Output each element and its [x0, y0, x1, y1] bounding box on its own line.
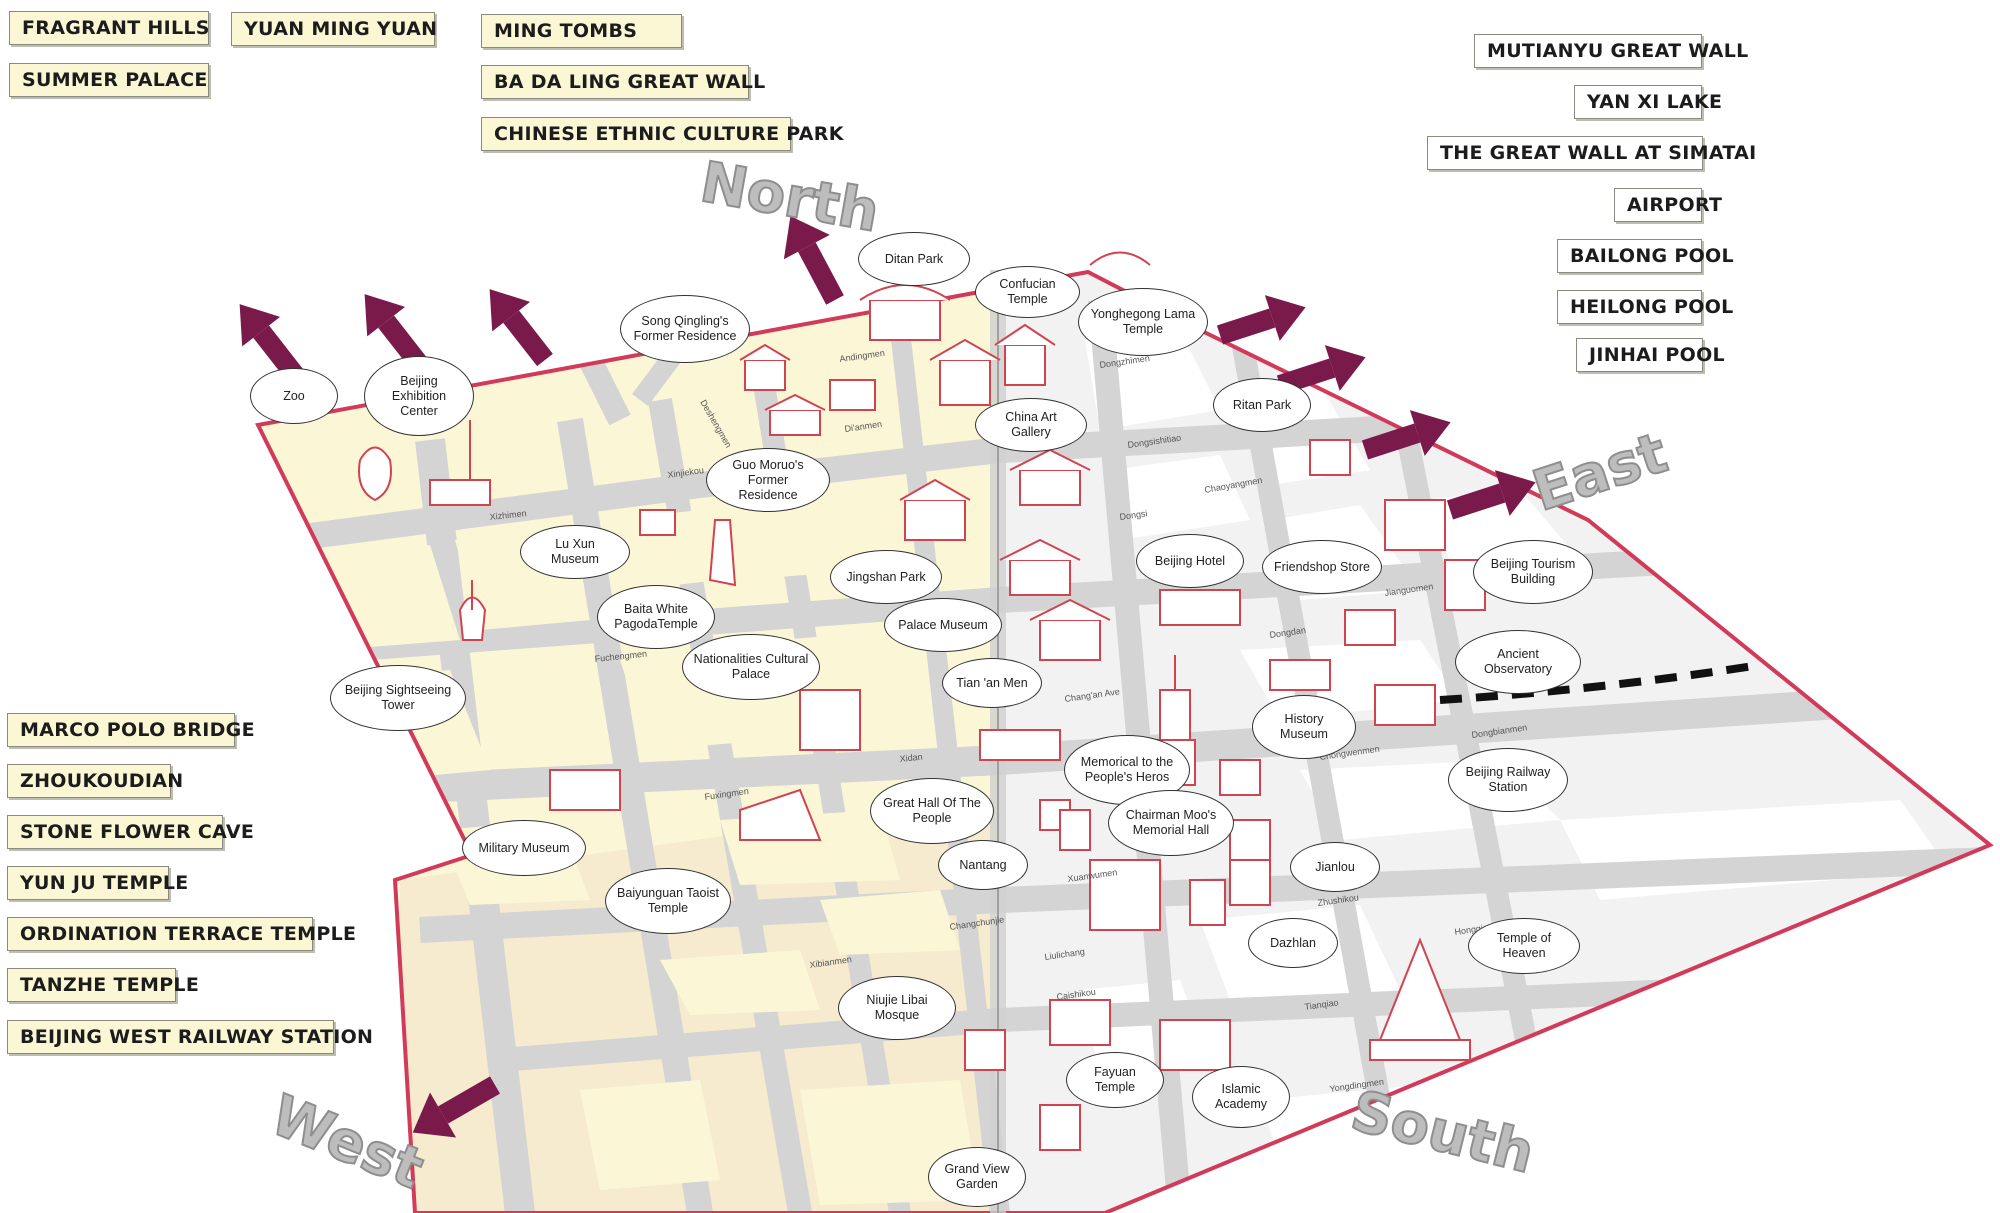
label-mao-memorial[interactable]: Chairman Moo's Memorial Hall	[1108, 790, 1234, 856]
label-exhibition-center[interactable]: Beijing Exhibition Center	[364, 356, 474, 436]
site-box-summer-palace[interactable]: SUMMER PALACE	[9, 63, 209, 97]
label-fayuan-temple[interactable]: Fayuan Temple	[1066, 1052, 1164, 1108]
landmark-drawings	[358, 251, 1486, 1151]
site-box-yun-ju[interactable]: YUN JU TEMPLE	[7, 866, 188, 900]
label-islamic-academy[interactable]: Islamic Academy	[1192, 1066, 1290, 1128]
label-zoo[interactable]: Zoo	[250, 368, 338, 424]
label-baiyunguan[interactable]: Baiyunguan Taoist Temple	[605, 868, 731, 934]
site-box-zhoukoudian[interactable]: ZHOUKOUDIAN	[7, 764, 183, 798]
street-xizhimen: Xizhimen	[489, 508, 527, 522]
site-box-fragrant-hills[interactable]: FRAGRANT HILLS	[9, 11, 209, 45]
label-railway-station[interactable]: Beijing Railway Station	[1448, 748, 1568, 812]
label-jingshan-park[interactable]: Jingshan Park	[830, 550, 942, 604]
label-military-museum[interactable]: Military Museum	[462, 820, 586, 876]
label-tiananmen[interactable]: Tian 'an Men	[942, 658, 1042, 708]
label-china-art-gallery[interactable]: China Art Gallery	[975, 398, 1087, 452]
label-baita[interactable]: Baita White PagodaTemple	[597, 585, 715, 649]
site-box-bailong-pool[interactable]: BAILONG POOL	[1557, 239, 1734, 273]
label-lu-xun-museum[interactable]: Lu Xun Museum	[520, 525, 630, 579]
label-tourism-building[interactable]: Beijing Tourism Building	[1473, 540, 1593, 604]
label-ritan-park[interactable]: Ritan Park	[1213, 378, 1311, 432]
street-xidan: Xidan	[899, 752, 923, 764]
label-dazhlan[interactable]: Dazhlan	[1248, 918, 1338, 968]
label-friendship-store[interactable]: Friendshop Store	[1262, 540, 1382, 594]
street-tianqiao: Tianqiao	[1304, 997, 1339, 1012]
site-box-west-station[interactable]: BEIJING WEST RAILWAY STATION	[7, 1020, 373, 1054]
label-palace-museum[interactable]: Palace Museum	[884, 598, 1002, 652]
label-grand-view-garden[interactable]: Grand View Garden	[928, 1147, 1026, 1207]
site-box-tanzhe[interactable]: TANZHE TEMPLE	[7, 968, 199, 1002]
label-confucian-temple[interactable]: Confucian Temple	[975, 266, 1080, 318]
site-box-jinhai-pool[interactable]: JINHAI POOL	[1576, 338, 1725, 372]
label-guo-moruo[interactable]: Guo Moruo's Former Residence	[706, 448, 830, 512]
label-sightseeing-tower[interactable]: Beijing Sightseeing Tower	[330, 665, 466, 731]
label-nationalities-palace[interactable]: Nationalities Cultural Palace	[682, 634, 820, 700]
site-box-ba-da-ling[interactable]: BA DA LING GREAT WALL	[481, 65, 765, 99]
street-dongsi: Dongsi	[1119, 508, 1148, 522]
site-box-airport[interactable]: AIRPORT	[1614, 188, 1722, 222]
label-jianlou[interactable]: Jianlou	[1290, 842, 1380, 892]
site-box-yuan-ming-yuan[interactable]: YUAN MING YUAN	[231, 12, 437, 46]
label-temple-of-heaven[interactable]: Temple of Heaven	[1468, 918, 1580, 974]
label-nantang[interactable]: Nantang	[938, 840, 1028, 890]
label-history-museum[interactable]: History Museum	[1252, 695, 1356, 759]
label-yonghegong[interactable]: Yonghegong Lama Temple	[1078, 288, 1208, 356]
label-memorial-heroes[interactable]: Memorical to the People's Heros	[1064, 735, 1190, 805]
label-song-qingling[interactable]: Song Qingling's Former Residence	[620, 295, 750, 363]
label-niujie-mosque[interactable]: Niujie Libai Mosque	[838, 976, 956, 1040]
label-great-hall[interactable]: Great Hall Of The People	[870, 778, 994, 844]
site-box-ethnic-park[interactable]: CHINESE ETHNIC CULTURE PARK	[481, 117, 843, 151]
label-beijing-hotel[interactable]: Beijing Hotel	[1136, 534, 1244, 588]
label-ditan-park[interactable]: Ditan Park	[858, 232, 970, 286]
site-box-stone-flower[interactable]: STONE FLOWER CAVE	[7, 815, 254, 849]
site-box-ming-tombs[interactable]: MING TOMBS	[481, 14, 682, 48]
site-box-mutianyu[interactable]: MUTIANYU GREAT WALL	[1474, 34, 1748, 68]
site-box-marco-polo[interactable]: MARCO POLO BRIDGE	[7, 713, 255, 747]
site-box-yan-xi-lake[interactable]: YAN XI LAKE	[1574, 85, 1722, 119]
site-box-simatai[interactable]: THE GREAT WALL AT SIMATAI	[1427, 136, 1756, 170]
site-box-ordination[interactable]: ORDINATION TERRACE TEMPLE	[7, 917, 356, 951]
site-box-heilong-pool[interactable]: HEILONG POOL	[1557, 290, 1733, 324]
railway-line	[1439, 661, 1761, 704]
label-ancient-observatory[interactable]: Ancient Observatory	[1455, 630, 1581, 694]
